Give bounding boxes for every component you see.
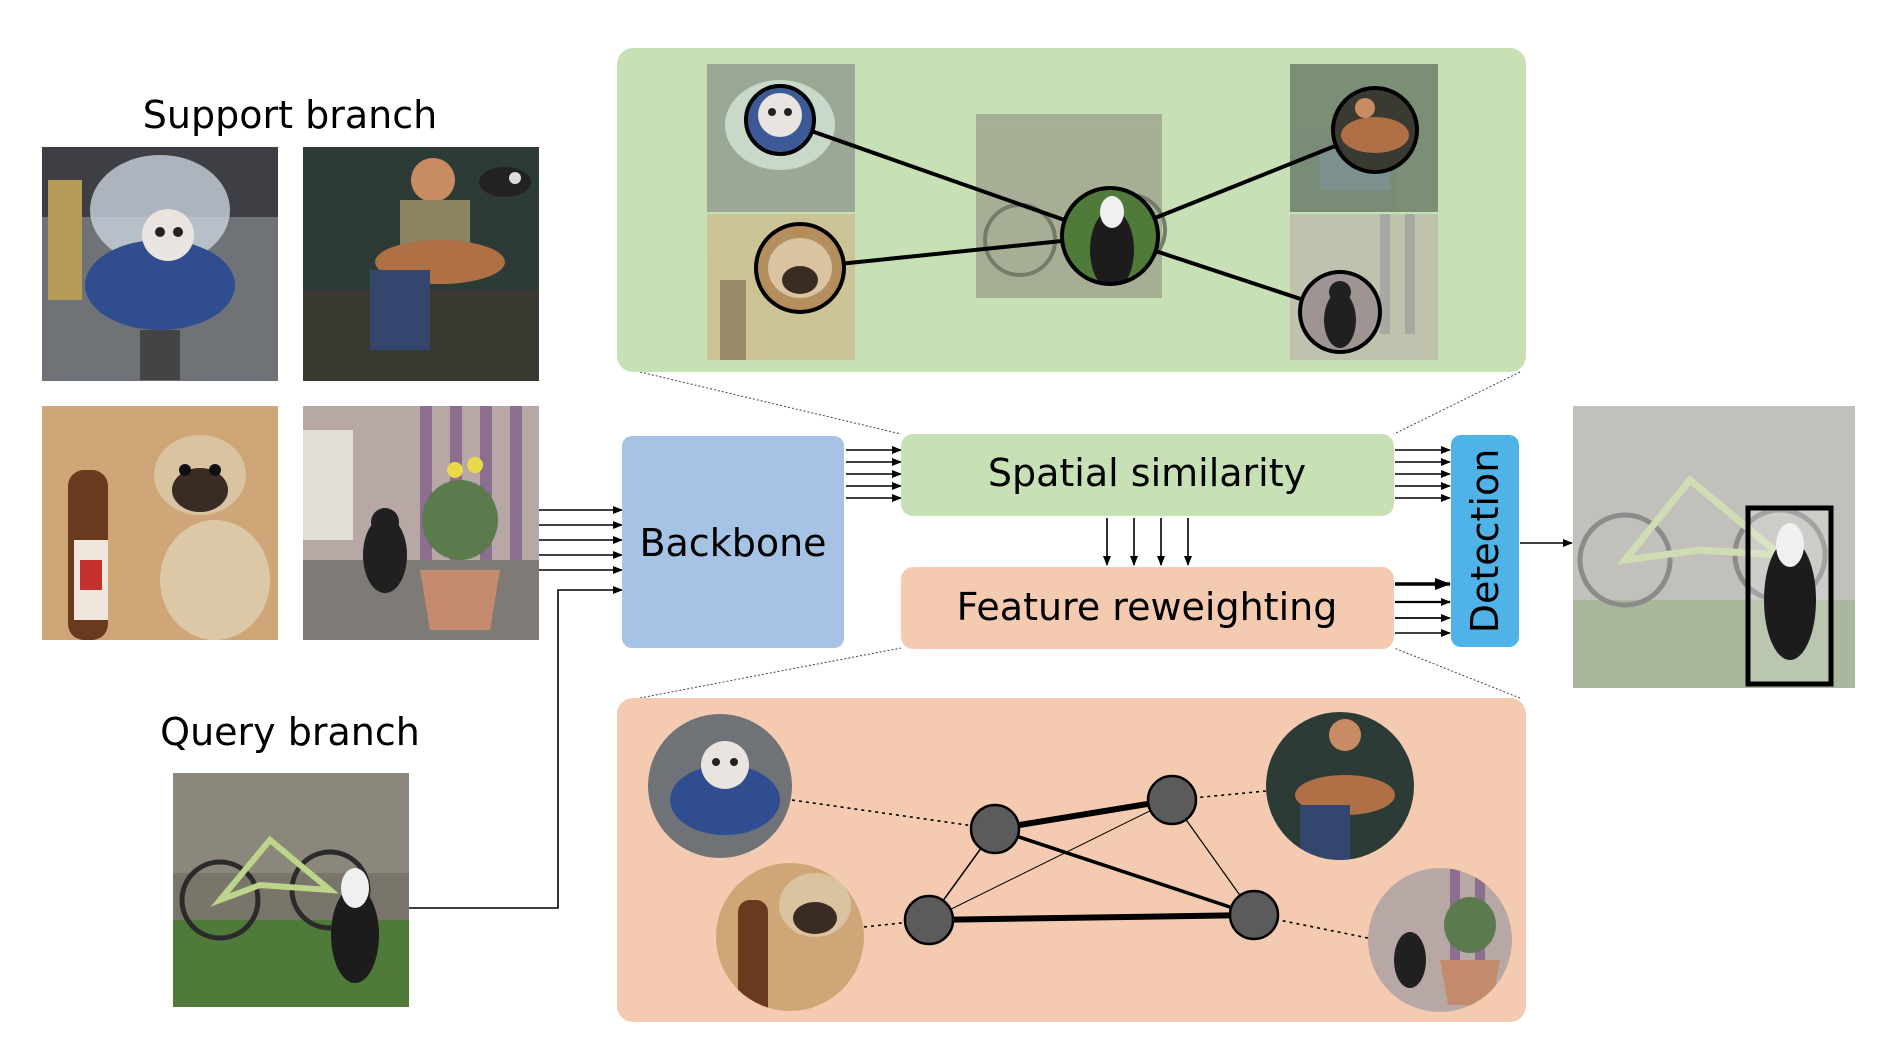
spatial-similarity-block (901, 434, 1394, 516)
support-to-backbone-arrows (539, 506, 623, 574)
feature-image-pug-with-bottle (716, 863, 864, 1011)
feature-image-woman-with-dogs (1266, 712, 1414, 860)
reweighting-to-detection-arrows (1395, 578, 1451, 637)
detection-block (1451, 435, 1519, 647)
backbone-label: Backbone (639, 521, 826, 565)
backbone-block (622, 436, 844, 648)
support-image-dog-in-basket (42, 147, 278, 381)
backbone-to-spatial-arrows (846, 446, 902, 502)
graph-node-2 (1146, 774, 1198, 826)
spatial-similarity-label: Spatial similarity (988, 451, 1306, 495)
feature-image-dog-in-basket (648, 714, 792, 858)
feature-reweighting-label: Feature reweighting (957, 585, 1338, 629)
output-detection-image (1573, 406, 1855, 688)
graph-node-3 (903, 894, 955, 946)
graph-nodes (903, 774, 1280, 946)
region-circle-support-d (1298, 270, 1382, 354)
query-to-backbone-arrow (409, 586, 623, 909)
support-image-poodle-with-plant (303, 406, 539, 640)
spatial-to-detection-arrows (1395, 446, 1451, 502)
region-circle-support-b (754, 222, 846, 314)
support-image-woman-with-dogs (303, 147, 539, 381)
detection-label: Detection (1463, 449, 1507, 634)
region-circle-support-c (1331, 86, 1419, 174)
support-branch-title: Support branch (143, 93, 437, 137)
support-image-pug-with-bottle (42, 406, 278, 640)
region-circle-query (1060, 186, 1160, 286)
region-circle-support-a (744, 84, 816, 156)
spatial-to-reweighting-arrows (1103, 518, 1192, 566)
query-branch-title: Query branch (160, 710, 420, 754)
graph-node-4 (1228, 889, 1280, 941)
feature-image-poodle-with-plant (1368, 868, 1512, 1012)
feature-reweighting-block (901, 567, 1394, 649)
graph-node-1 (969, 803, 1021, 855)
zoom-guide-lines (639, 371, 1521, 699)
query-image-dog-with-bicycle (173, 773, 409, 1007)
